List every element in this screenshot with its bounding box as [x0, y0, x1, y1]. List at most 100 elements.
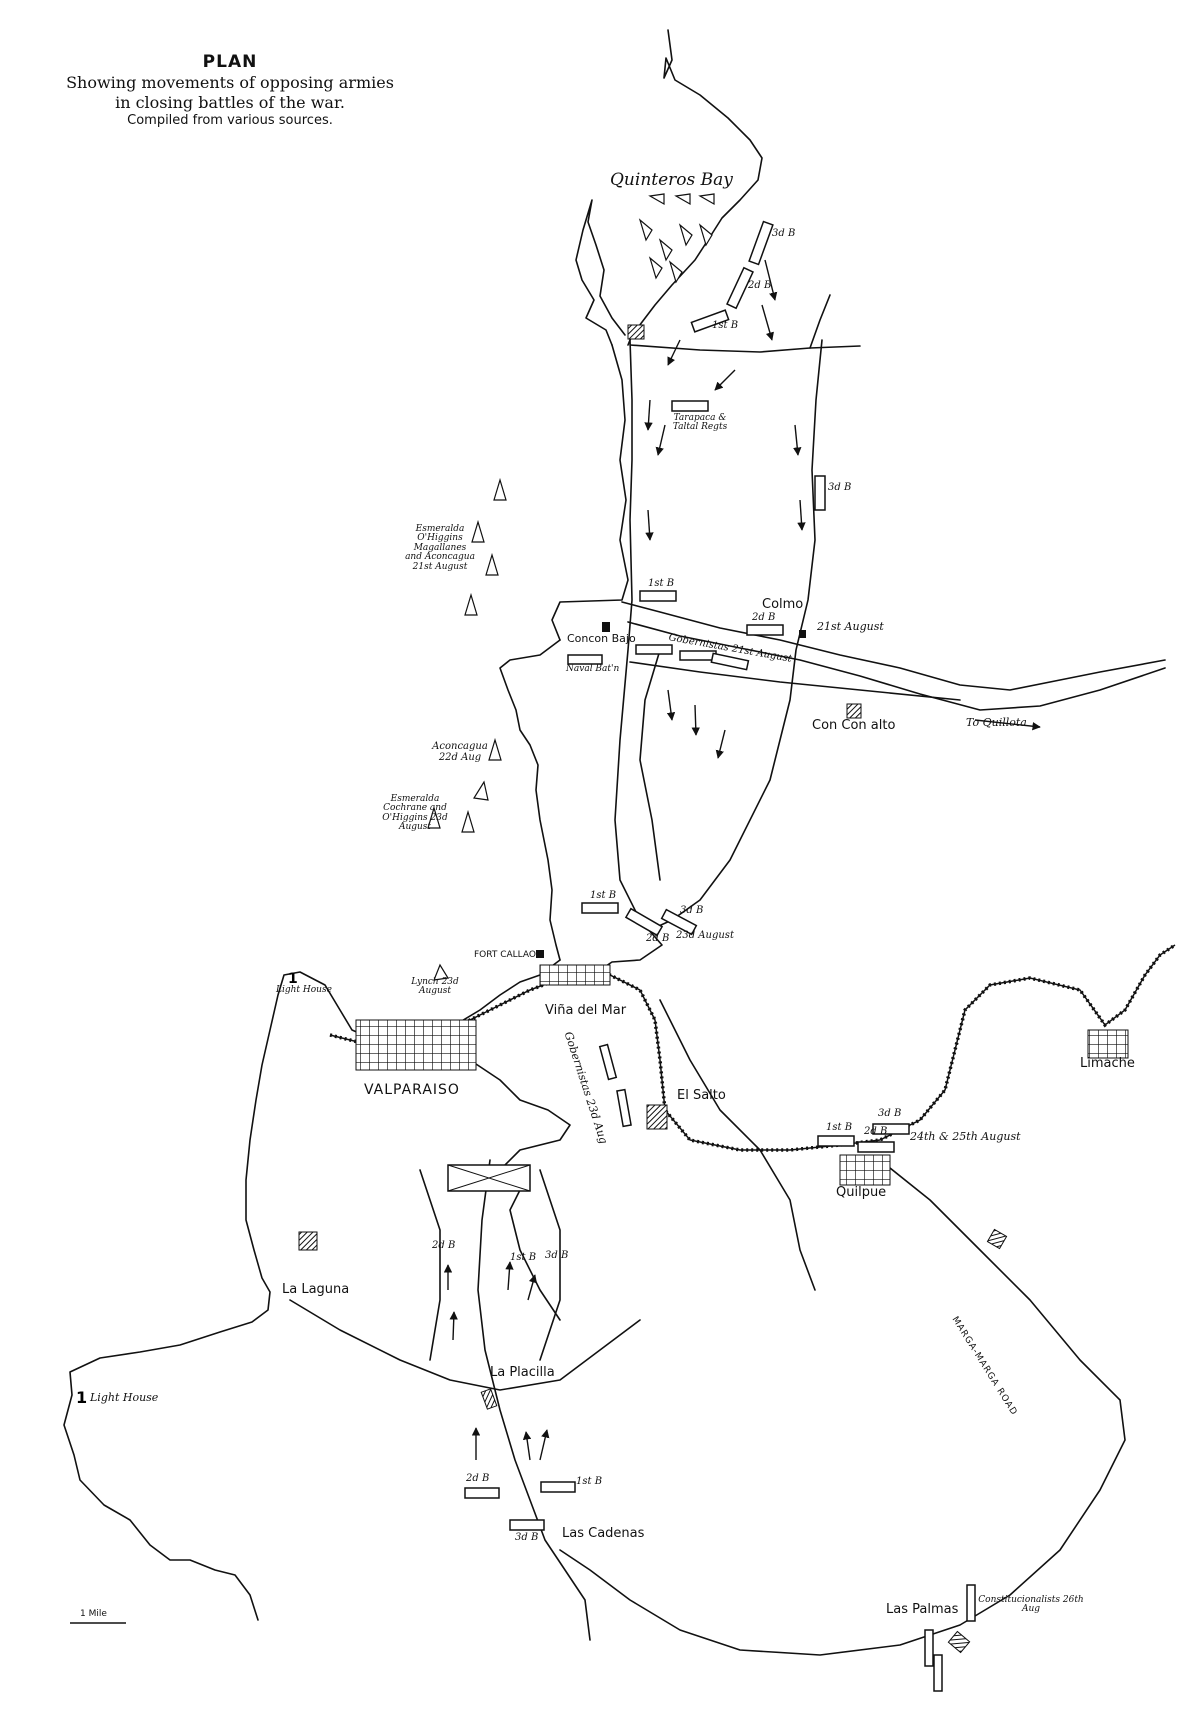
title-line1: Showing movements of opposing armies [66, 73, 394, 93]
label-unit: 1st B [826, 1122, 853, 1133]
arrow [793, 424, 802, 456]
troop-block [814, 475, 826, 511]
building-colmo [799, 630, 806, 638]
road-concon [629, 661, 961, 701]
ship-icon [678, 223, 693, 247]
valparaiso-grid [355, 1019, 477, 1071]
ship-icon [488, 737, 502, 761]
ship-icon [485, 552, 499, 576]
label-unit: 2d B [432, 1240, 456, 1251]
label-unit: 2d B [748, 280, 772, 291]
arrow [522, 1431, 532, 1461]
title-line3: Compiled from various sources. [127, 113, 333, 129]
arrow [797, 499, 806, 531]
label-las-palmas: Las Palmas [886, 1602, 959, 1617]
road-cross-north [629, 344, 861, 353]
label-unit: 2d B [864, 1126, 888, 1137]
label-unit: 3d B [878, 1108, 902, 1119]
title-line2: in closing battles of the war. [115, 93, 345, 113]
arrow [691, 704, 700, 736]
arrow [645, 509, 654, 541]
label-concon-alto: Con Con alto [812, 718, 896, 733]
ship-icon [433, 963, 449, 981]
hills-west [419, 1169, 441, 1361]
lighthouse-icon: 1 [76, 1388, 87, 1407]
hills-east [539, 1169, 561, 1361]
troop-block [679, 650, 717, 661]
troop-block [872, 1123, 910, 1135]
coastline-west-1 [551, 344, 629, 641]
label-light-house-north: Light House [276, 985, 332, 995]
label-unit: 3d B [515, 1532, 539, 1543]
title-heading: PLAN [202, 52, 258, 72]
ship-icon [471, 519, 485, 543]
ship-icon [648, 256, 663, 280]
label-unit: 1st B [590, 890, 617, 901]
troop-block [726, 266, 754, 310]
river-aconcagua-south [627, 621, 1166, 711]
troop-block [635, 644, 673, 655]
road-north-east [649, 339, 823, 931]
troop-block [924, 1629, 934, 1667]
arrow [449, 1311, 458, 1341]
label-date: 24th & 25th August [910, 1130, 1021, 1143]
troop-block [966, 1584, 976, 1622]
troop-block [567, 654, 603, 665]
label-unit: 1st B [648, 578, 675, 589]
label-unit: 2d B [752, 612, 776, 623]
ship-icon [658, 238, 673, 262]
troop-block [690, 309, 730, 333]
label-valparaiso: VALPARAISO [364, 1082, 460, 1098]
label-tarapaca: Tarapaca & Taltal Regts [672, 413, 728, 433]
vina-grid [539, 964, 611, 986]
stream-marga [469, 1059, 571, 1321]
arrow [761, 304, 774, 341]
quilpue-grid [839, 1154, 891, 1186]
label-lynch-23: Lynch 23d August [411, 977, 459, 997]
road-north-west [599, 339, 663, 971]
troop-block [624, 907, 664, 937]
label-fort-callao: FORT CALLAO [474, 950, 536, 960]
road-east-north [809, 294, 831, 349]
ship-icon [698, 223, 713, 247]
stream-el-salto [659, 999, 816, 1291]
troop-block [746, 624, 784, 636]
label-unit: 2d B [646, 933, 670, 944]
label-unit: 3d B [828, 482, 852, 493]
troop-block [598, 1043, 618, 1081]
building-placilla [480, 1388, 498, 1410]
label-unit: 2d B [466, 1473, 490, 1484]
troop-block [710, 652, 750, 671]
label-el-salto: El Salto [677, 1088, 726, 1103]
label-quinteros-bay: Quinteros Bay [610, 170, 733, 190]
label-unit: 1st B [712, 320, 739, 331]
ship-icon [674, 193, 691, 206]
building-marga [986, 1228, 1008, 1250]
arrow [505, 1261, 514, 1291]
road-laguna [289, 1299, 641, 1391]
coastline-west-2 [499, 639, 561, 961]
label-fleet-21: Esmeralda O'Higgins Magallanes and Aconc… [405, 524, 475, 572]
arrow [527, 1274, 538, 1301]
building-las-palmas [947, 1630, 971, 1654]
coastline-north [627, 29, 763, 346]
arrow [666, 689, 676, 721]
ship-icon [648, 193, 665, 206]
label-fleet-23: Esmeralda Cochrane and O'Higgins 23d Aug… [382, 794, 448, 833]
label-vina-del-mar: Viña del Mar [545, 1003, 627, 1018]
troop-block [671, 400, 709, 412]
troop-block [639, 590, 677, 602]
troop-block [660, 908, 698, 936]
arrow [655, 424, 666, 456]
label-concon-bajo: Concon Bajo [567, 632, 636, 645]
arrow [644, 399, 653, 431]
map-title: PLAN Showing movements of opposing armie… [60, 52, 400, 130]
arrow [667, 339, 681, 366]
ship-icon [493, 477, 507, 501]
arrow [764, 259, 778, 301]
ship-icon [473, 780, 489, 801]
ship-icon [427, 805, 441, 829]
ship-icon [461, 809, 475, 833]
label-unit: 1st B [510, 1252, 537, 1263]
